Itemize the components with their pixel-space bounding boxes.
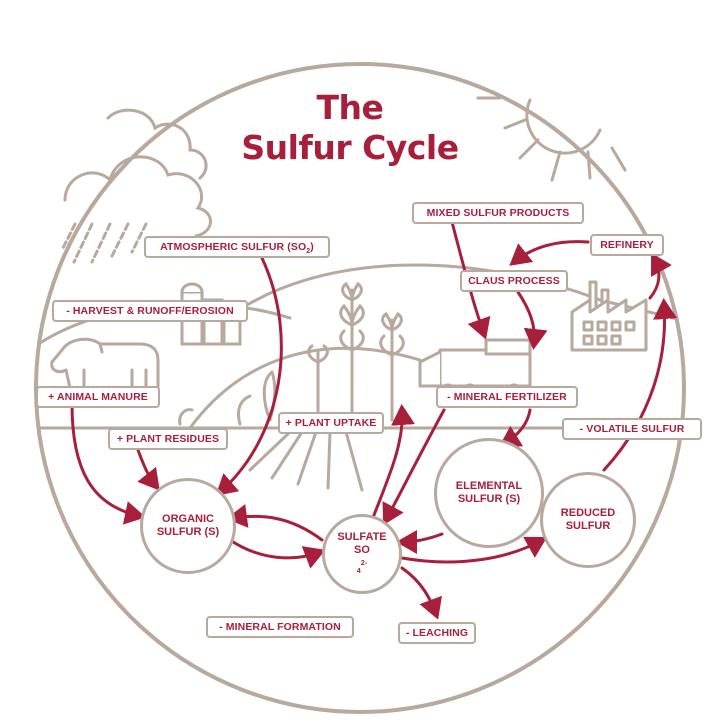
node-reduced-sulfur-line2: SULFUR: [565, 520, 611, 532]
title-line-1: The: [316, 88, 384, 127]
label-harvest-runoff: - HARVEST & RUNOFF/EROSION: [52, 300, 248, 322]
arrow-atmospheric-to-organic: [215, 256, 283, 496]
title-line-2: Sulfur Cycle: [241, 128, 459, 167]
arrow-elemental-to-sulfate: [396, 529, 444, 554]
sun-icon: [476, 96, 627, 182]
label-plant-residues: + PLANT RESIDUES: [108, 428, 228, 450]
label-claus-process: CLAUS PROCESS: [460, 270, 568, 292]
label-atmospheric-sulfur-sub: 2: [306, 248, 311, 256]
node-sulfate-line2: SO: [354, 543, 370, 556]
label-leaching: - LEACHING: [398, 622, 476, 644]
hill-front: [188, 347, 422, 430]
rain-icon: [60, 222, 148, 264]
label-atmospheric-sulfur-text: ATMOSPHERIC SULFUR (SO: [160, 241, 307, 253]
label-animal-manure: + ANIMAL MANURE: [36, 386, 160, 408]
arrow-claus-to-fertilizer: [516, 290, 548, 350]
plant-icon: [178, 281, 405, 426]
arrow-manure-to-organic: [70, 402, 146, 525]
node-sulfate-sub: 4: [356, 567, 361, 575]
label-volatile-sulfur: - VOLATILE SULFUR: [562, 418, 702, 440]
arrow-sulfate-to-organic: [226, 504, 324, 542]
factory-icon: [570, 280, 648, 352]
node-elemental-sulfur-line2: SULFUR (S): [457, 493, 521, 505]
label-plant-uptake: + PLANT UPTAKE: [278, 412, 384, 434]
node-sulfate-sup: 2-: [360, 559, 368, 567]
arrow-sulfate-to-plant: [370, 404, 415, 522]
arrow-factory-to-refinery: [648, 252, 672, 300]
label-mixed-sulfur-products: MIXED SULFUR PRODUCTS: [412, 202, 584, 224]
label-refinery: REFINERY: [590, 234, 664, 256]
arrow-residues-to-organic: [136, 448, 160, 491]
label-atmospheric-sulfur: ATMOSPHERIC SULFUR (SO2): [144, 236, 330, 258]
node-elemental-sulfur-line1: ELEMENTAL: [455, 480, 523, 492]
cow-icon: [50, 337, 160, 394]
arrow-fertilizer-to-sulfate: [382, 408, 446, 526]
label-atmospheric-sulfur-close: ): [310, 241, 314, 253]
label-mineral-formation: - MINERAL FORMATION: [206, 616, 354, 638]
node-sulfate-line1: SULFATE: [337, 530, 387, 543]
node-organic-sulfur-line2: SULFUR (S): [156, 526, 220, 538]
label-mineral-fertilizer: - MINERAL FERTILIZER: [436, 386, 578, 408]
node-organic-sulfur-line1: ORGANIC: [162, 513, 214, 525]
arrow-reduced-to-refinery: [602, 298, 678, 472]
cloud-icon: [63, 108, 212, 238]
node-reduced-sulfur-line1: REDUCED: [560, 507, 616, 519]
soil-furrows: [248, 430, 364, 492]
arrow-sulfate-to-reduced: [400, 536, 548, 564]
arrow-organic-to-sulfate: [228, 538, 326, 569]
arrow-refinery-to-claus: [509, 240, 590, 266]
arrow-sulfate-to-leaching: [400, 566, 442, 620]
